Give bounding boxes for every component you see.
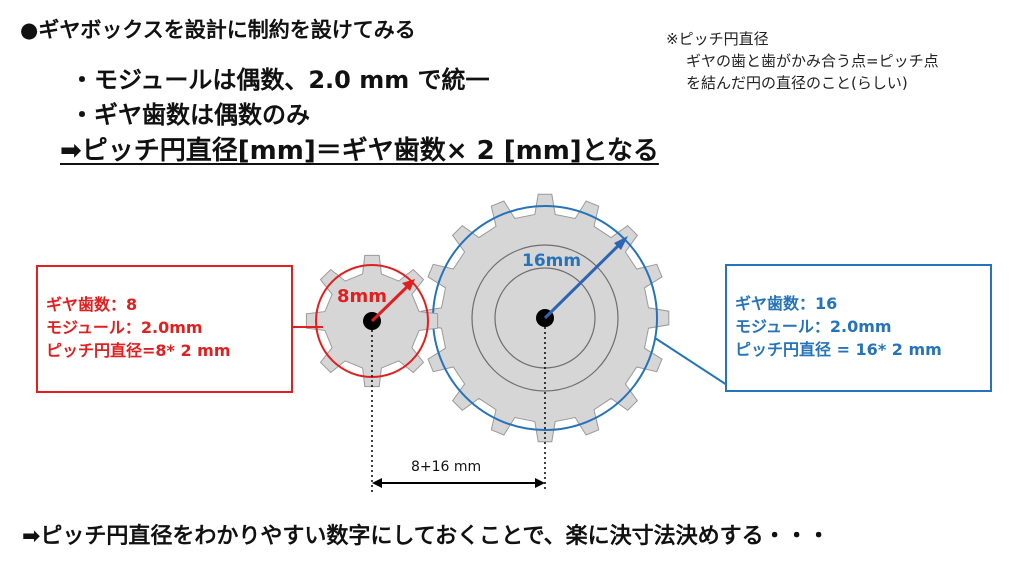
page-title: ●ギヤボックスを設計に制約を設けてみる (20, 18, 416, 42)
small-gear-radius-arrow (370, 281, 413, 323)
note-line-1: ギヤの歯と歯がかみ合う点=ピッチ点 (686, 52, 939, 70)
pitch-circle-note: ※ピッチ円直径 ギヤの歯と歯がかみ合う点=ピッチ点 を結んだ円の直径のこと(らし… (666, 28, 939, 94)
large-gear-arrow-head (614, 236, 628, 250)
large-gear (420, 193, 670, 443)
distance-arrow-left (372, 478, 382, 488)
large-gear-radius-arrow (543, 238, 626, 320)
large-gear-hub-ring-outer (471, 244, 619, 392)
small-gear-spec-box: ギヤ歯数：8 モジュール：2.0mm ピッチ円直径=8* 2 mm (36, 265, 293, 393)
distance-arrow-right (535, 478, 545, 488)
large-gear-callout-line (654, 337, 728, 386)
note-line-2: を結んだ円の直径のこと(らしい) (686, 74, 908, 92)
conclusion-formula: ➡ピッチ円直径[mm]＝ギヤ歯数× 2 [mm]となる (60, 136, 659, 166)
large-gear-pitch-diameter: ピッチ円直径 = 16* 2 mm (735, 340, 942, 359)
bullet-teeth: ・ギヤ歯数は偶数のみ (70, 101, 310, 129)
large-gear-spec-box: ギヤ歯数：16 モジュール：2.0mm ピッチ円直径 = 16* 2 mm (725, 264, 992, 392)
distance-label: 8+16 mm (411, 459, 481, 475)
small-gear-pitch-diameter: ピッチ円直径=8* 2 mm (46, 341, 231, 360)
large-gear-module: モジュール：2.0mm (735, 317, 892, 336)
small-gear-teeth: ギヤ歯数：8 (46, 295, 138, 314)
small-radius-label: 8mm (337, 286, 387, 307)
large-radius-label: 16mm (522, 251, 581, 271)
small-gear-arrow-head (402, 279, 415, 291)
large-gear-teeth: ギヤ歯数：16 (735, 294, 838, 313)
small-gear (305, 254, 439, 388)
bullet-module: ・モジュールは偶数、2.0 mm で統一 (70, 66, 490, 94)
bottom-conclusion: ➡ピッチ円直径をわかりやすい数字にしておくことで、楽に決寸法決めする・・・ (22, 524, 830, 549)
small-gear-module: モジュール：2.0mm (46, 318, 203, 337)
note-heading: ※ピッチ円直径 (666, 30, 769, 48)
